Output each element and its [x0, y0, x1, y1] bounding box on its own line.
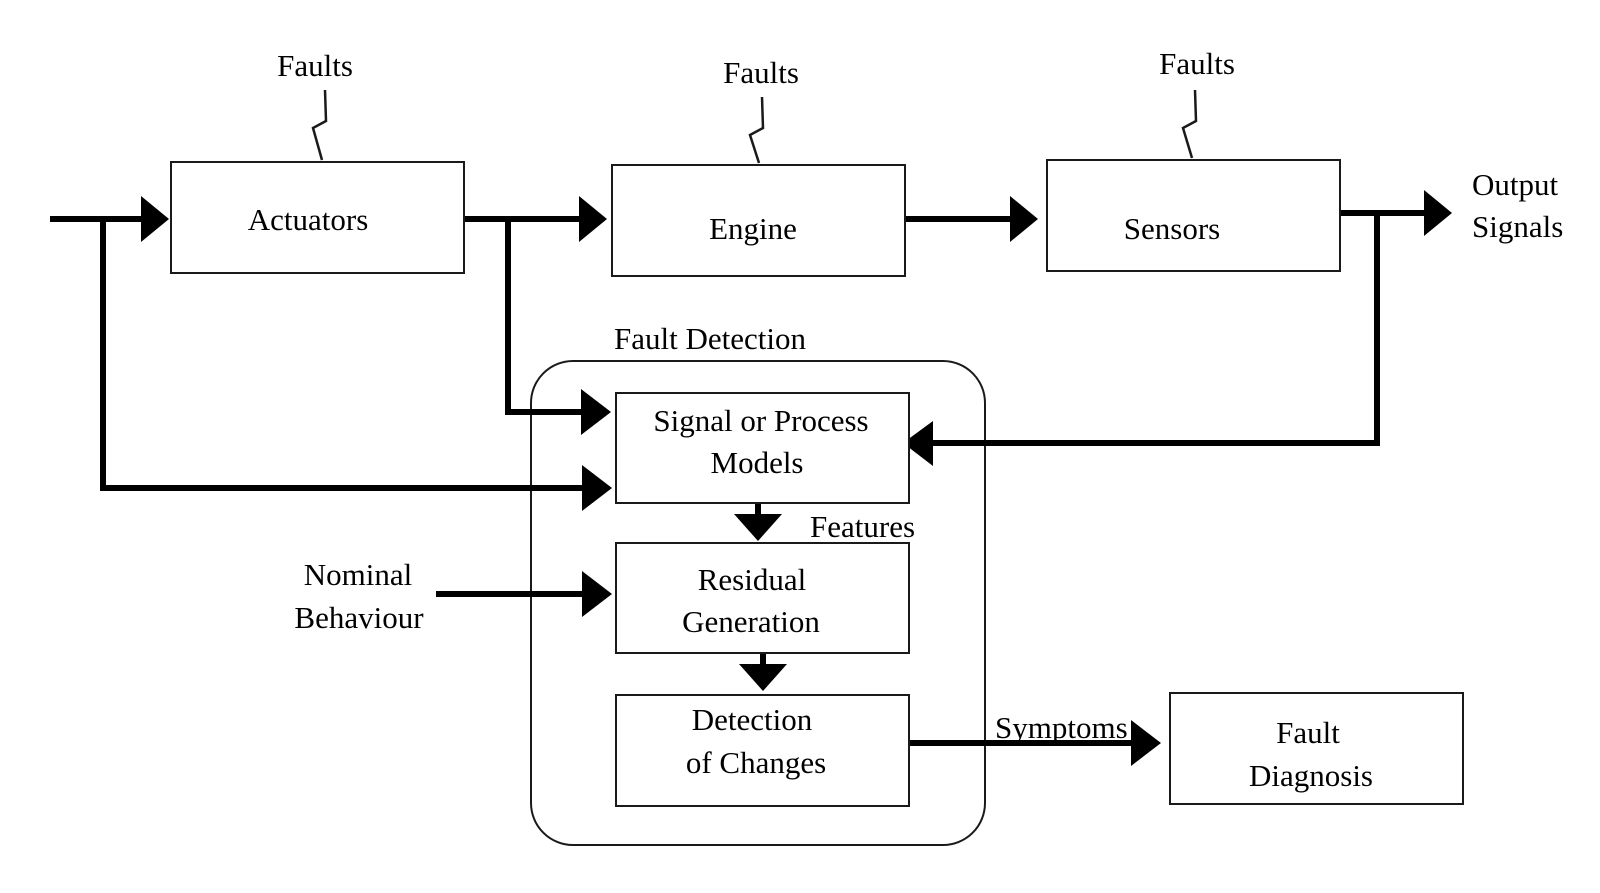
fault-diagnosis-block: Fault Diagnosis [1169, 692, 1464, 805]
engine-label: Engine [709, 211, 797, 246]
models-label-line1: Signal or Process [653, 403, 868, 438]
features-label: Features [810, 509, 915, 544]
output-arrowhead [1424, 190, 1452, 236]
features-arrowhead [734, 514, 782, 541]
diagnosis-input-arrowhead [1131, 720, 1161, 766]
models-actuator-arrowhead [581, 389, 611, 435]
engine-faults-label: Faults [723, 55, 799, 90]
detection-label-line2: of Changes [686, 745, 826, 780]
actuators-faults-label: Faults [277, 48, 353, 83]
models-label-line2: Models [711, 445, 804, 480]
input-tap-wire [100, 219, 583, 491]
sensors-input-arrowhead [1010, 196, 1038, 242]
residual-label-line2: Generation [682, 604, 820, 639]
models-sensor-arrowhead [903, 421, 933, 466]
sensors-label: Sensors [1124, 211, 1220, 246]
output-signals-label-line2: Signals [1472, 209, 1563, 244]
signal-process-models-block: Signal or Process Models [615, 392, 910, 504]
residual-generation-block: Residual Generation [615, 542, 910, 654]
residual-label-line1: Residual [698, 562, 807, 597]
actuators-fault-lightning-icon [311, 89, 328, 161]
diagnosis-label-line2: Diagnosis [1249, 758, 1373, 793]
nominal-behaviour-label-line1: Nominal [304, 557, 413, 592]
engine-input-arrowhead [579, 196, 607, 242]
sensors-block: Sensors [1046, 159, 1341, 272]
residual-output-arrowhead [739, 664, 787, 691]
actuators-label: Actuators [248, 202, 369, 237]
residual-nominal-arrowhead [582, 571, 612, 617]
detection-of-changes-block: Detection of Changes [615, 694, 910, 807]
actuator-output-tap-wire [505, 219, 582, 415]
detection-label-line1: Detection [692, 702, 813, 737]
nominal-behaviour-label-line2: Behaviour [294, 600, 424, 635]
engine-fault-lightning-icon [748, 96, 765, 164]
output-signals-label-line1: Output [1472, 167, 1559, 202]
sensors-fault-lightning-icon [1181, 89, 1198, 159]
diagnosis-label-line1: Fault [1276, 715, 1340, 750]
fault-detection-label: Fault Detection [614, 321, 806, 356]
actuators-input-arrowhead [141, 196, 169, 242]
models-input-arrowhead [582, 465, 612, 511]
actuators-block: Actuators [170, 161, 465, 274]
sensor-feedback-wire [931, 213, 1380, 446]
engine-block: Engine [611, 164, 906, 277]
fault-detection-group [530, 360, 986, 846]
sensors-faults-label: Faults [1159, 46, 1235, 81]
symptoms-label: Symptoms [995, 710, 1128, 745]
